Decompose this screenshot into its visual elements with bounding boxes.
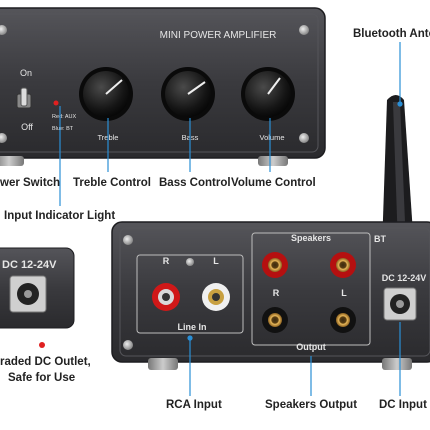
line-in-label: Line In	[178, 322, 207, 332]
rear-foot	[148, 358, 178, 370]
bt-label: BT	[374, 234, 386, 244]
treble-knob[interactable]	[79, 67, 133, 121]
callout-dc-input: DC Input	[379, 399, 427, 411]
callout-bluetooth-antenna: Bluetooth Anter	[353, 28, 430, 40]
bass-knob[interactable]	[161, 67, 215, 121]
inset-caption-line1: raded DC Outlet,	[0, 356, 91, 368]
indicator-blue-label: Blue: BT	[52, 126, 74, 132]
dc-inset: DC 12-24V	[0, 247, 75, 348]
speaker-terminal-l-black[interactable]	[330, 307, 356, 333]
callout-power-switch: wer Switch	[0, 177, 61, 189]
callout-volume-control: Volume Control	[231, 177, 316, 189]
rca-white-jack[interactable]	[202, 283, 230, 311]
indicator-light	[53, 100, 59, 106]
speaker-terminal-r-black[interactable]	[262, 307, 288, 333]
rear-screw	[123, 340, 133, 350]
rear-amplifier: Speakers BT DC 12-24V R L R L Line In Ou…	[111, 221, 430, 370]
callout-lines	[59, 42, 403, 396]
callout-bass-control: Bass Control	[159, 177, 231, 189]
dc-jack[interactable]	[383, 287, 417, 321]
rca-red-jack[interactable]	[152, 283, 180, 311]
rca-panel	[136, 254, 244, 334]
output-label: Output	[296, 342, 326, 352]
front-foot	[0, 156, 24, 166]
volume-knob-label: Volume	[259, 133, 284, 142]
speaker-terminal-l-red[interactable]	[330, 252, 356, 278]
inset-dc-label: DC 12-24V	[2, 259, 57, 271]
callout-treble-control: Treble Control	[73, 177, 151, 189]
front-foot	[258, 156, 288, 166]
callout-speakers-output: Speakers Output	[265, 399, 358, 411]
callout-input-indicator: Input Indicator Light	[4, 210, 116, 222]
speaker-r-label: R	[273, 288, 280, 298]
rear-screw	[123, 235, 133, 245]
switch-off-label: Off	[21, 122, 33, 132]
volume-knob[interactable]	[241, 67, 295, 121]
front-screw	[0, 133, 7, 143]
front-panel-title: MINI POWER AMPLIFIER	[160, 30, 277, 41]
inset-bullet-dot	[39, 342, 45, 348]
rear-dc-label: DC 12-24V	[382, 273, 427, 283]
rca-r-label: R	[163, 256, 170, 266]
speaker-l-label: L	[341, 288, 347, 298]
speaker-terminal-r-red[interactable]	[262, 252, 288, 278]
speakers-panel	[251, 232, 371, 346]
callout-rca-input: RCA Input	[166, 399, 222, 411]
front-screw	[299, 133, 309, 143]
ground-screw	[186, 258, 194, 266]
rca-l-label: L	[213, 256, 219, 266]
indicator-red-label: Red: AUX	[52, 114, 76, 120]
power-toggle-switch[interactable]	[16, 87, 32, 109]
front-amplifier: MINI POWER AMPLIFIER On Off Red: AUX Blu…	[0, 7, 326, 166]
switch-on-label: On	[20, 68, 32, 78]
inset-caption-line2: Safe for Use	[8, 372, 76, 384]
rear-foot	[382, 358, 412, 370]
front-screw	[0, 25, 7, 35]
front-screw	[299, 25, 309, 35]
speakers-title: Speakers	[291, 233, 331, 243]
